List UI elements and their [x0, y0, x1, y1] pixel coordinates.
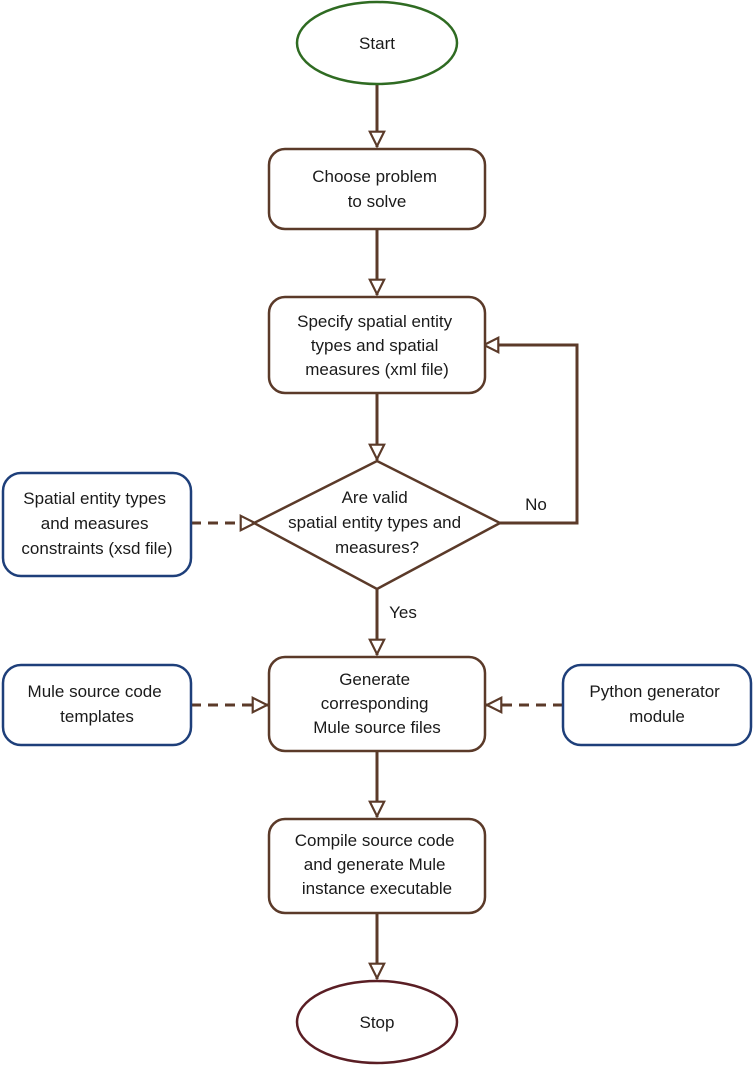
edge-label-no: No: [525, 495, 547, 514]
compile-line-2: and generate Mule: [304, 855, 446, 874]
svg-text:Python generator module: Python generator module: [589, 682, 724, 726]
validity-decision-node: Are valid spatial entity types and measu…: [251, 459, 503, 591]
start-node: Start: [295, 0, 459, 86]
generate-node: Generate corresponding Mule source files: [267, 655, 487, 753]
compile-line-1: Compile source code: [295, 831, 455, 850]
specify-line-1: Specify spatial entity: [297, 312, 452, 331]
templates-line-1: Mule source code: [28, 682, 162, 701]
svg-text:Are valid spatial entity: Are valid spatial entity types and measu…: [288, 488, 466, 557]
specify-line-2: types and spatial: [311, 336, 439, 355]
constraints-line-2: and measures: [41, 514, 149, 533]
choose-problem-line-2: to solve: [348, 192, 407, 211]
stop-node: Stop: [295, 979, 459, 1065]
python-line-2: module: [629, 707, 685, 726]
edges: [191, 84, 579, 979]
templates-node: Mule source code templates: [1, 663, 193, 747]
compile-line-3: instance executable: [302, 879, 452, 898]
choose-problem-line-1: Choose problem: [312, 167, 437, 186]
constraints-node: Spatial entity types and measures constr…: [1, 471, 193, 578]
svg-text:Compile source code and: Compile source code and generate Mule in…: [295, 831, 459, 898]
svg-text:Mule source code templat: Mule source code templates: [28, 682, 167, 726]
generate-line-3: Mule source files: [313, 718, 441, 737]
python-generator-node: Python generator module: [561, 663, 753, 747]
start-label: Start: [359, 34, 395, 53]
choose-problem-node: Choose problem to solve: [267, 147, 487, 231]
decision-line-1: Are valid: [342, 488, 408, 507]
constraints-line-1: Spatial entity types: [23, 489, 166, 508]
generate-line-1: Generate: [339, 670, 410, 689]
generate-line-2: corresponding: [321, 694, 429, 713]
templates-line-2: templates: [60, 707, 134, 726]
svg-text:Generate corresponding: Generate corresponding Mule source files: [313, 670, 441, 737]
decision-line-3: measures?: [335, 538, 419, 557]
decision-line-2: spatial entity types and: [288, 513, 461, 532]
specify-line-3: measures (xml file): [305, 360, 449, 379]
compile-node: Compile source code and generate Mule in…: [267, 817, 487, 915]
svg-text:Choose problem to solve: Choose problem to solve: [312, 167, 441, 211]
svg-text:Specify spatial entity t: Specify spatial entity types and spatial…: [297, 312, 457, 379]
specify-spatial-node: Specify spatial entity types and spatial…: [267, 295, 487, 395]
python-line-1: Python generator: [589, 682, 720, 701]
constraints-line-3: constraints (xsd file): [21, 539, 172, 558]
edge-decision-no-loop: [483, 345, 579, 525]
edge-label-yes: Yes: [389, 603, 417, 622]
stop-label: Stop: [360, 1013, 395, 1032]
svg-text:Spatial entity types and: Spatial entity types and measures constr…: [21, 489, 172, 558]
